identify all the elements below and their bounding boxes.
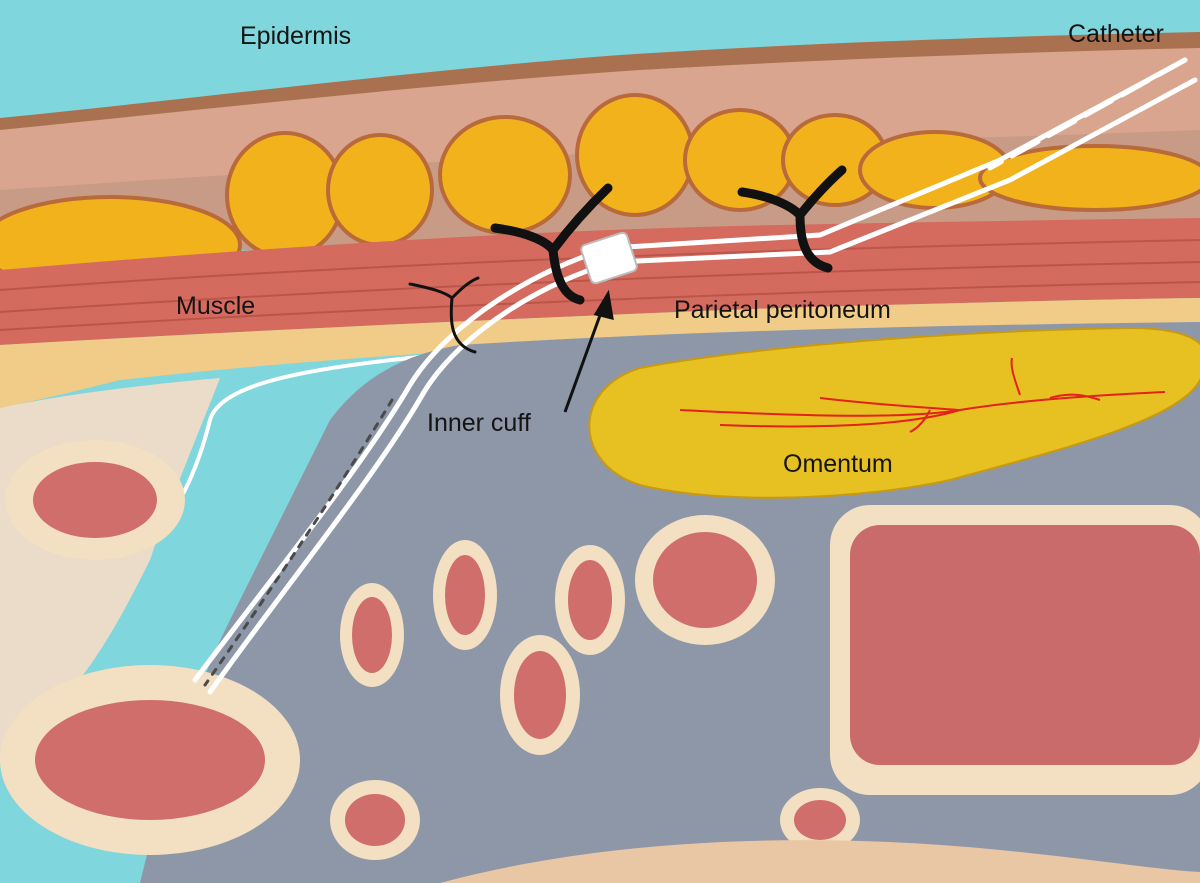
inner-cuff: [580, 231, 638, 285]
fat-lobule: [326, 133, 434, 247]
bowel-loop: [514, 651, 566, 739]
bowel-loops: [0, 440, 1200, 883]
catheter-perforations: [203, 398, 394, 687]
catheter-inner-line: [207, 77, 1198, 695]
epidermis-label: Epidermis: [240, 22, 352, 50]
parietal-peritoneum-label: Parietal peritoneum: [674, 296, 891, 324]
suture-mark: [490, 183, 613, 305]
bowel-loop: [352, 597, 392, 673]
bowel-loop: [653, 532, 757, 628]
suture-mark: [408, 276, 480, 354]
fat-lobule: [438, 115, 572, 235]
omentum-label: Omentum: [783, 450, 893, 478]
large-organ-inner: [850, 525, 1200, 765]
bowel-loop: [33, 462, 157, 538]
muscle-label: Muscle: [176, 292, 256, 320]
suture-mark: [737, 165, 847, 273]
sutures: [408, 165, 847, 354]
bowel-loop: [568, 560, 612, 640]
catheter-outer-line: [192, 57, 1188, 683]
inner-cuff-label: Inner cuff: [427, 409, 531, 437]
fat-lobule: [978, 144, 1200, 212]
omentum-shape: [588, 326, 1200, 499]
bowel-loop: [794, 800, 846, 840]
bowel-loop: [345, 794, 405, 846]
catheter-label: Catheter: [1068, 20, 1164, 48]
inner-cuff-arrow: [563, 289, 614, 413]
bowel-loop: [445, 555, 485, 635]
catheter-exit-dashes: [987, 57, 1188, 171]
bottom-tissue: [440, 840, 1200, 883]
catheter-tube: [192, 57, 1198, 695]
fat-lobule: [225, 131, 345, 259]
bowel-loop: [35, 700, 265, 820]
omentum-vessels: [679, 357, 1166, 433]
parietal-peritoneum-layer: [0, 298, 1200, 408]
